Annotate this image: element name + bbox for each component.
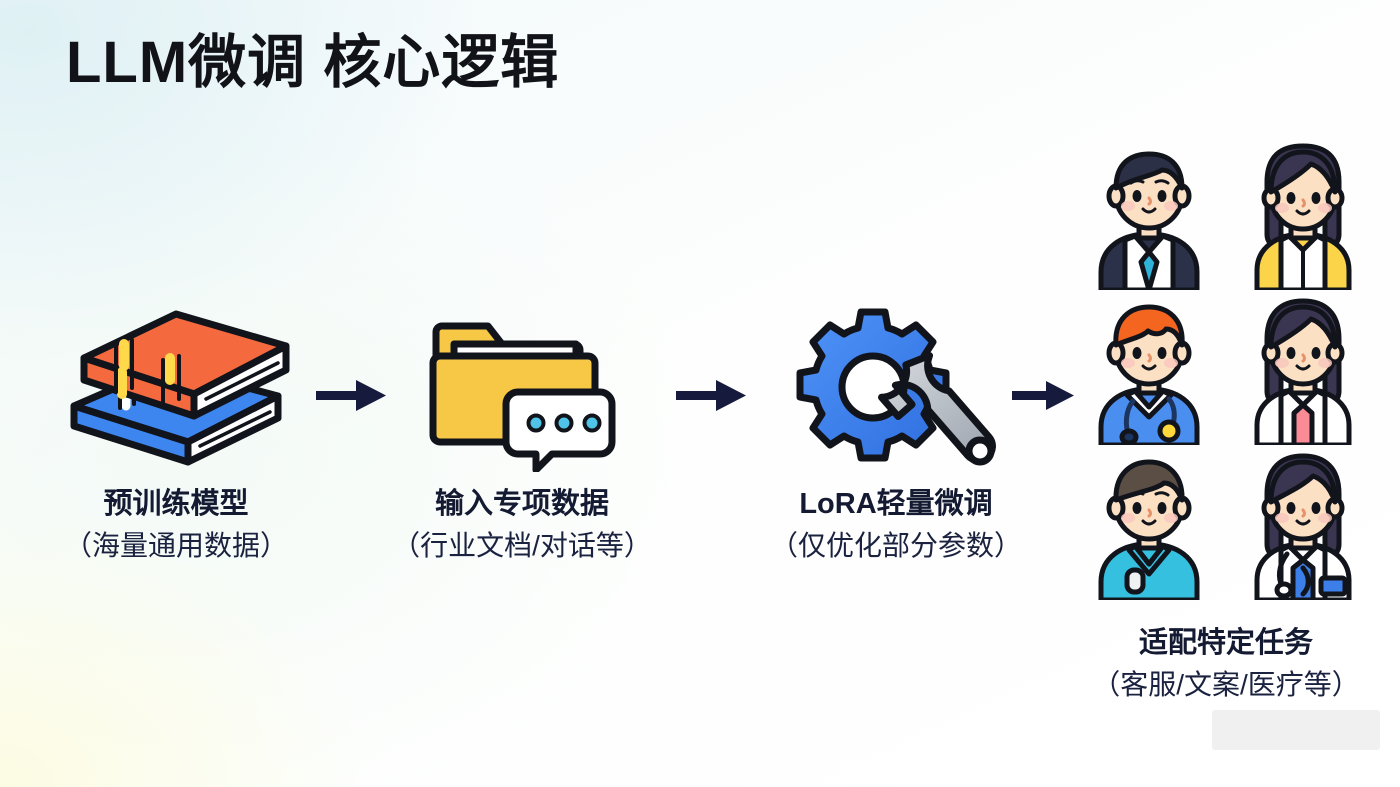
folder-chat-icon bbox=[424, 300, 620, 474]
flow-arrow-2 bbox=[676, 376, 748, 421]
step-sublabel: （行业文档/对话等） bbox=[392, 529, 652, 561]
gear-wrench-icon bbox=[791, 300, 1001, 472]
flow-step-lora-finetune: LoRA轻量微调 （仅优化部分参数） bbox=[762, 300, 1030, 564]
page-title: LLM微调 核心逻辑 bbox=[66, 30, 560, 95]
avatar-businesswoman bbox=[1241, 140, 1365, 293]
avatar-male-scrubs bbox=[1087, 450, 1211, 603]
flow-arrow-1 bbox=[316, 376, 388, 421]
watermark bbox=[1212, 710, 1380, 750]
people-grid-icon bbox=[1076, 140, 1376, 605]
flow-step-task-adaptation: 适配特定任务 （客服/文案/医疗等） bbox=[1076, 140, 1376, 703]
books-icon bbox=[60, 300, 292, 472]
step-label: 输入专项数据 bbox=[434, 488, 609, 520]
step-label: 适配特定任务 bbox=[1138, 627, 1313, 659]
avatar-female-doctor bbox=[1241, 450, 1365, 603]
avatar-male-medical-staff bbox=[1087, 295, 1211, 448]
avatar-businessman bbox=[1087, 140, 1211, 293]
flow-step-pretrained-model: 预训练模型 （海量通用数据） bbox=[40, 300, 312, 564]
avatar-female-doctor-coat bbox=[1241, 295, 1365, 448]
flow-arrow-3 bbox=[1012, 376, 1076, 421]
step-sublabel: （客服/文案/医疗等） bbox=[1092, 668, 1360, 700]
step-sublabel: （海量通用数据） bbox=[63, 529, 288, 561]
step-sublabel: （仅优化部分参数） bbox=[769, 529, 1022, 561]
flow-step-input-domain-data: 输入专项数据 （行业文档/对话等） bbox=[392, 300, 652, 564]
step-label: 预训练模型 bbox=[103, 488, 249, 520]
step-label: LoRA轻量微调 bbox=[799, 488, 993, 520]
